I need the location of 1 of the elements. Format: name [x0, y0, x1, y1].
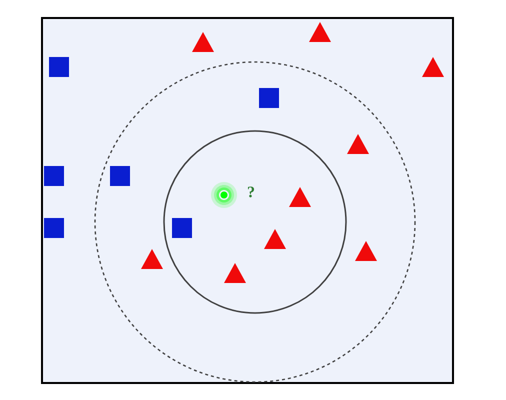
question-mark: ?: [248, 186, 254, 198]
